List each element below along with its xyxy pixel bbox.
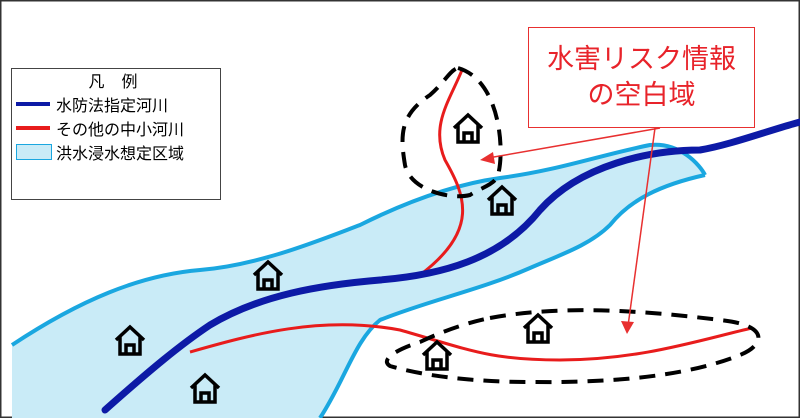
- blank-zone-north: [400, 65, 503, 199]
- main-river: [101, 118, 800, 414]
- legend-label: 水防法指定河川: [56, 96, 169, 115]
- legend-symbol-designated-river: [16, 95, 56, 113]
- houses: [114, 112, 554, 404]
- house-icon: [522, 312, 554, 344]
- blank-zone-callout: 水害リスク情報 の空白域: [528, 27, 755, 128]
- blank-zone-southeast: [384, 308, 761, 385]
- house-icon: [114, 324, 146, 356]
- house-icon: [189, 372, 221, 404]
- legend-symbol-flood-area: [16, 143, 56, 161]
- arrow-to-north-zone: [487, 127, 661, 159]
- house-icon: [421, 339, 453, 371]
- legend-label: その他の中小河川: [56, 120, 185, 139]
- flood-area-lower-edge: [318, 173, 706, 418]
- house-icon: [486, 184, 518, 216]
- legend-title: 凡 例: [88, 72, 144, 91]
- legend-symbol-small-river: [16, 119, 56, 137]
- area-swatch: [16, 144, 52, 160]
- house-icon: [452, 112, 484, 144]
- line-swatch: [16, 102, 50, 106]
- arrow-to-southeast-zone: [627, 127, 656, 327]
- legend-item-flood-area: 洪水浸水想定区域: [16, 140, 220, 164]
- legend-item-designated-river: 水防法指定河川: [16, 92, 220, 116]
- callout-arrows: [480, 127, 661, 334]
- legend-label: 洪水浸水想定区域: [56, 144, 185, 163]
- arrow-to-north-zone-head: [480, 152, 495, 164]
- house-icon: [252, 259, 284, 291]
- flood-area-upper-edge: [10, 142, 707, 347]
- callout-line-1: 水害リスク情報: [547, 43, 736, 75]
- small-river-southeast: [189, 323, 753, 362]
- legend-item-small-river: その他の中小河川: [16, 116, 220, 140]
- arrow-to-southeast-zone-head: [621, 321, 634, 334]
- callout-line-2: の空白域: [587, 79, 696, 111]
- legend: 凡 例 水防法指定河川 その他の中小河川 洪水浸水想定区域: [11, 68, 221, 200]
- line-swatch: [16, 126, 50, 130]
- small-river-north: [419, 69, 465, 277]
